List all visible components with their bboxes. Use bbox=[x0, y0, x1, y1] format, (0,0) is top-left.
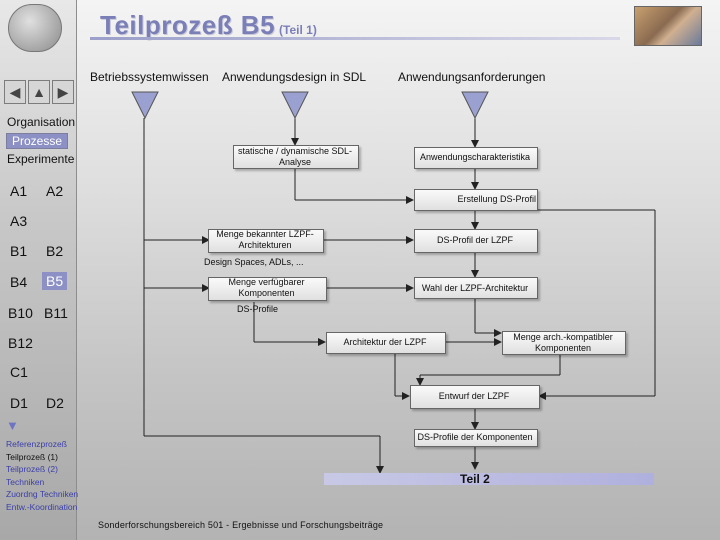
node-design-box bbox=[410, 385, 540, 409]
code-b1[interactable]: B1 bbox=[10, 243, 28, 259]
column-head-os: Betriebssystemwissen bbox=[90, 70, 209, 84]
page-subtitle: (Teil 1) bbox=[279, 23, 317, 37]
node-characteristics: Anwendungscharakteristika bbox=[419, 152, 531, 162]
arrow-up-icon[interactable]: ▲ bbox=[28, 80, 50, 104]
column-head-sdl: Anwendungsdesign in SDL bbox=[222, 70, 367, 84]
legend-item[interactable]: Techniken bbox=[6, 476, 45, 487]
nav-experimente[interactable]: Experimente bbox=[7, 152, 75, 166]
code-b4[interactable]: B4 bbox=[10, 274, 28, 290]
node-ds-profiles: DS-Profile bbox=[237, 304, 279, 314]
node-design: Entwurf der LZPF bbox=[438, 391, 510, 401]
page-title-block: Teilprozeß B5(Teil 1) bbox=[100, 10, 317, 41]
node-compatible: Menge arch.-kompatibler Komponenten bbox=[513, 332, 613, 353]
node-analysis-box bbox=[233, 145, 359, 169]
node-ds-profile-lzpf-box bbox=[414, 229, 538, 253]
code-b2[interactable]: B2 bbox=[46, 243, 64, 259]
node-choice-box bbox=[414, 277, 538, 299]
footer: Sonderforschungsbereich 501 - Ergebnisse… bbox=[98, 520, 384, 530]
code-a2[interactable]: A2 bbox=[46, 183, 64, 199]
nav-prozesse[interactable]: Prozesse bbox=[6, 133, 68, 149]
column-head-req: Anwendungsanforderungen bbox=[398, 70, 546, 84]
nav-organisation[interactable]: Organisation bbox=[7, 115, 76, 129]
thumbnail-image bbox=[634, 6, 702, 46]
legend-item[interactable]: Teilprozeß (1) bbox=[6, 451, 58, 462]
arrow-down-icon[interactable]: ▼ bbox=[6, 418, 19, 433]
arrow-left-icon[interactable]: ◀ bbox=[4, 80, 26, 104]
title-rule bbox=[90, 37, 620, 40]
page-title: Teilprozeß B5 bbox=[100, 10, 276, 40]
teil2-bar bbox=[324, 473, 654, 485]
legend-list: Referenzprozeß Teilprozeß (1) Teilprozeß… bbox=[6, 438, 78, 513]
legend-item[interactable]: Referenzprozeß bbox=[6, 439, 67, 449]
code-d1[interactable]: D1 bbox=[10, 395, 28, 411]
node-arch-lzpf-box bbox=[326, 332, 446, 354]
node-profile-creation-box bbox=[414, 189, 538, 211]
node-compatible-box bbox=[502, 331, 626, 355]
arrow-right-icon[interactable]: ▶ bbox=[52, 80, 74, 104]
code-b12[interactable]: B12 bbox=[8, 335, 33, 351]
input-triangle-os bbox=[131, 91, 159, 120]
teil2-label[interactable]: Teil 2 bbox=[460, 472, 490, 486]
code-b10[interactable]: B10 bbox=[8, 305, 33, 321]
input-triangle-sdl bbox=[281, 91, 309, 120]
node-analysis: statische / dynamische SDL-Analyse bbox=[237, 146, 353, 167]
code-d2[interactable]: D2 bbox=[46, 395, 64, 411]
node-available: Menge verfügbarer Komponenten bbox=[228, 277, 305, 298]
legend-item[interactable]: Entw.-Koordination bbox=[6, 501, 78, 512]
node-profile-creation: Erstellung DS-Profil bbox=[457, 194, 536, 204]
node-available-box bbox=[208, 277, 327, 301]
node-known-arch-box bbox=[208, 229, 324, 253]
node-component-profiles-box bbox=[414, 429, 538, 447]
legend-item[interactable]: Zuordng Techniken bbox=[6, 489, 79, 499]
logo bbox=[8, 4, 62, 52]
node-component-profiles: DS-Profile der Komponenten bbox=[417, 432, 533, 442]
code-b11[interactable]: B11 bbox=[44, 305, 68, 321]
code-b5[interactable]: B5 bbox=[42, 272, 68, 290]
code-a3[interactable]: A3 bbox=[10, 213, 28, 229]
legend-item[interactable]: Teilprozeß (2) bbox=[6, 464, 58, 474]
input-triangle-req bbox=[461, 91, 489, 120]
node-characteristics-box bbox=[414, 147, 538, 169]
node-design-spaces: Design Spaces, ADLs, ... bbox=[204, 257, 304, 267]
node-arch-lzpf: Architektur der LZPF bbox=[343, 337, 427, 347]
node-choice: Wahl der LZPF-Architektur bbox=[421, 283, 529, 293]
code-c1[interactable]: C1 bbox=[10, 364, 28, 380]
node-known-arch: Menge bekannter LZPF-Architekturen bbox=[216, 229, 314, 250]
code-a1[interactable]: A1 bbox=[10, 183, 28, 199]
node-ds-profile-lzpf: DS-Profil der LZPF bbox=[436, 235, 514, 245]
